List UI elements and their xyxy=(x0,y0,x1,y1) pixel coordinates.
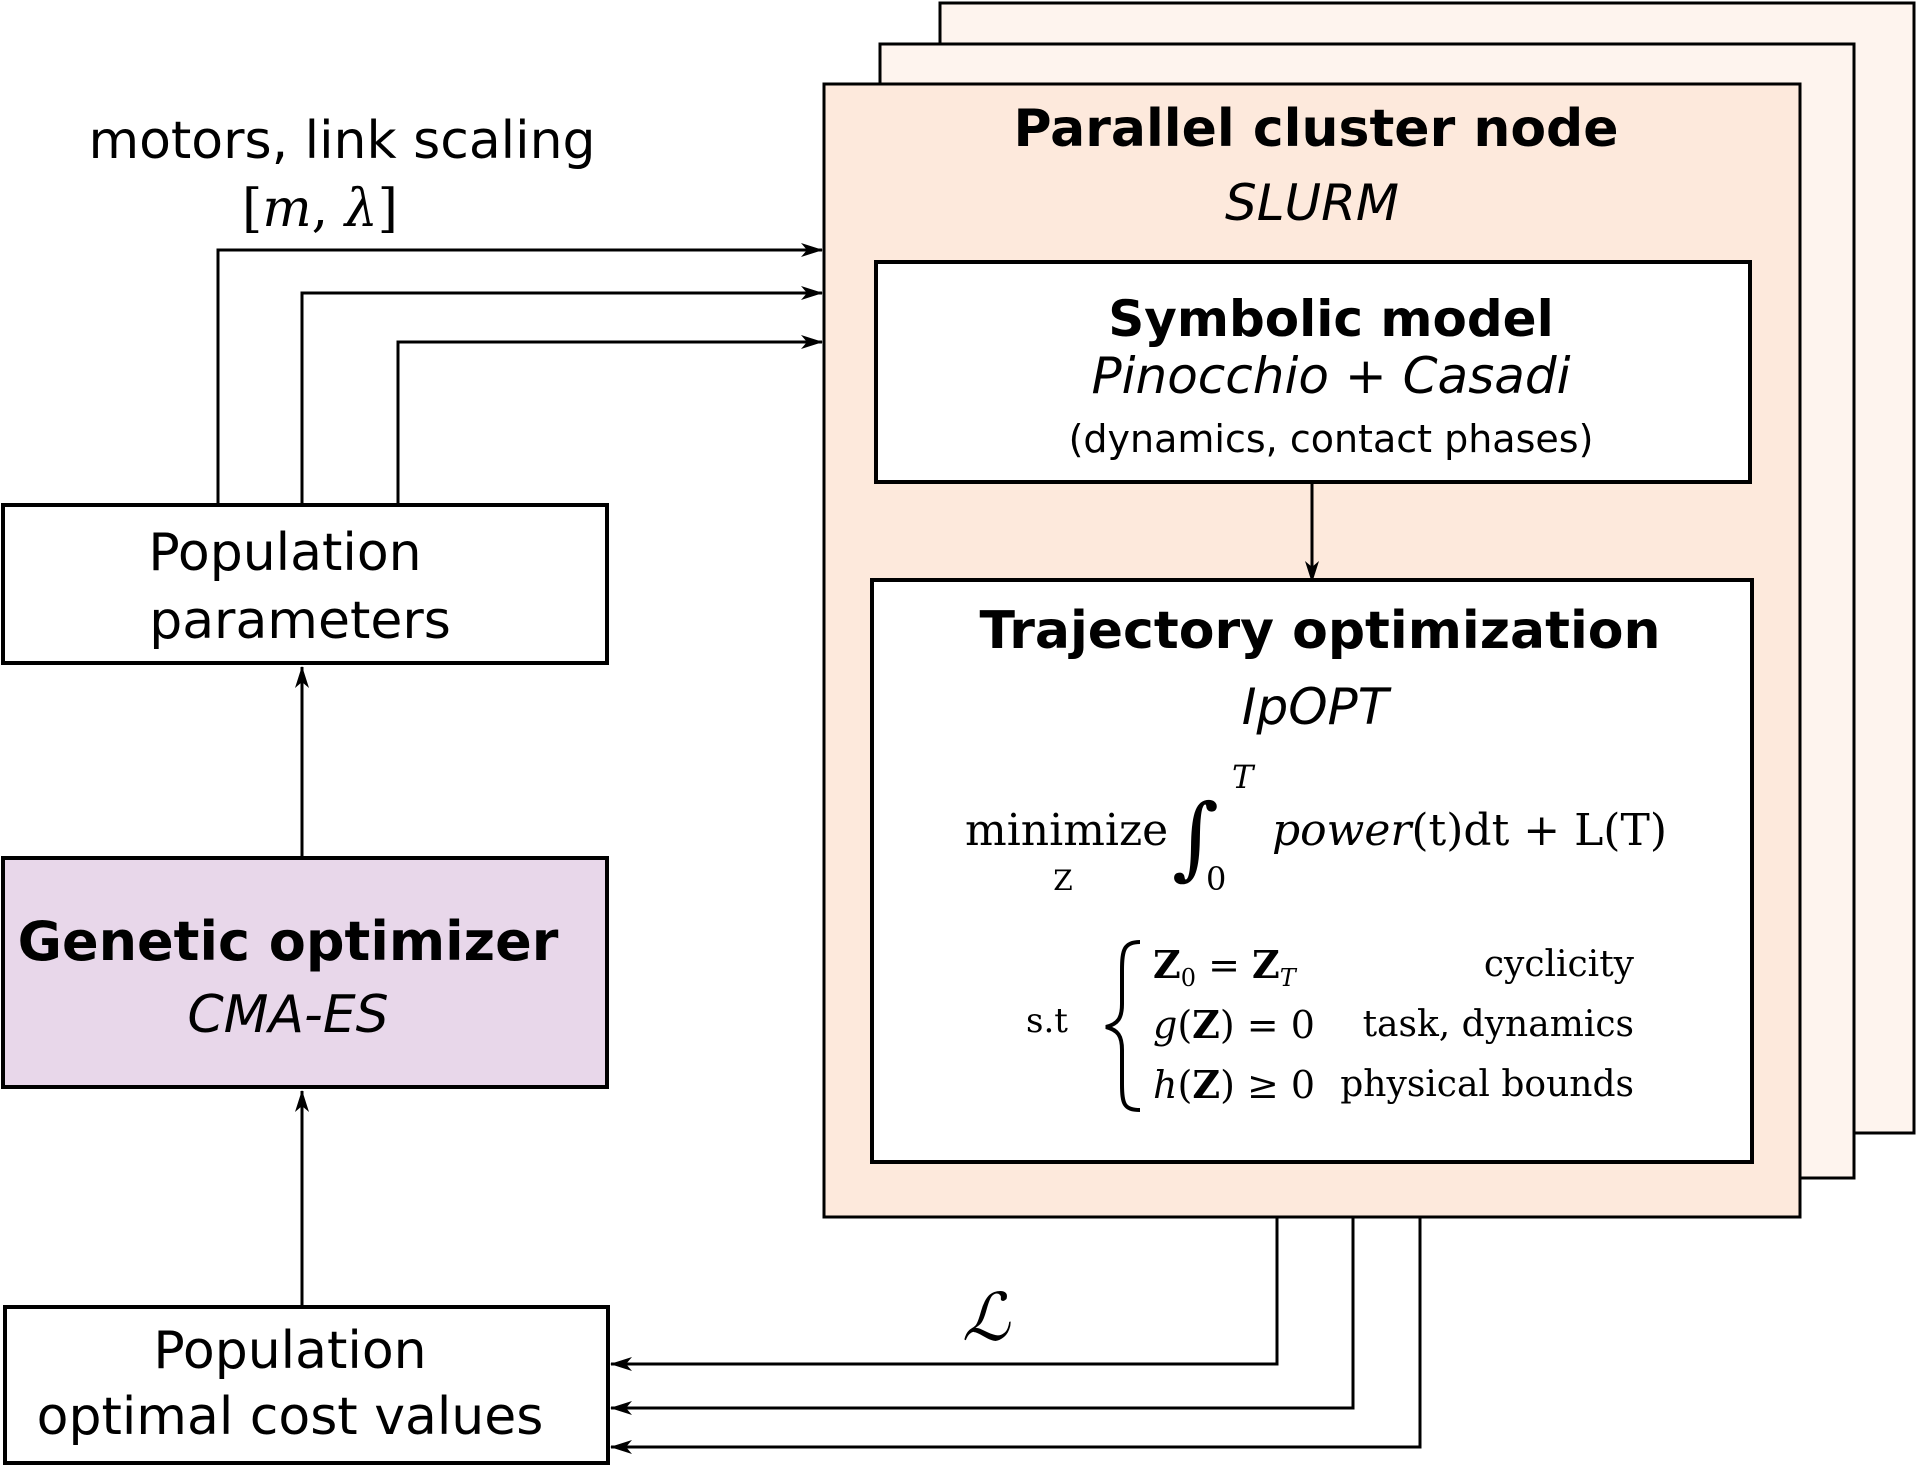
objective-integral-upper: T xyxy=(1232,758,1256,796)
constraint-1-lhs-sub: 0 xyxy=(1181,964,1196,992)
constraint-2-fn: g xyxy=(1153,1003,1177,1047)
objective-integrand: power(t)dt + L(T) xyxy=(1272,805,1667,856)
top-label-math: [m, λ] xyxy=(242,179,398,239)
genetic-optimizer-box xyxy=(1,856,609,1089)
population-costs-line1: Population xyxy=(153,1321,426,1381)
genetic-optimizer-subtitle: CMA-ES xyxy=(187,985,388,1045)
symbolic-model-title: Symbolic model xyxy=(1108,290,1553,348)
population-costs-line2: optimal cost values xyxy=(37,1387,544,1447)
population-parameters-box xyxy=(1,503,609,665)
population-parameters-line2: parameters xyxy=(149,591,451,651)
constraint-1-expression: Z0 = ZT xyxy=(1153,942,1298,992)
top-label-text: motors, link scaling xyxy=(88,111,595,171)
constraint-3-expression: h(Z) ≥ 0 xyxy=(1153,1062,1315,1107)
population-parameters-line1: Population xyxy=(148,523,421,583)
objective-integrand-rest: (t)dt + L(T) xyxy=(1411,805,1667,856)
constraint-2-expression: g(Z) = 0 xyxy=(1153,1002,1315,1047)
objective-integral-sign: ∫ xyxy=(1172,785,1219,890)
math-lambda: λ xyxy=(343,179,378,239)
math-m: m xyxy=(262,179,311,239)
constraint-2-label: task, dynamics xyxy=(1363,1004,1634,1045)
genetic-optimizer-title: Genetic optimizer xyxy=(18,910,559,973)
math-close-bracket: ] xyxy=(378,179,398,239)
cluster-title: Parallel cluster node xyxy=(1013,99,1618,159)
constraints-brace xyxy=(1105,940,1141,1112)
constraint-3-rel: ) ≥ 0 xyxy=(1220,1063,1315,1107)
math-sep: , xyxy=(312,179,345,239)
constraint-1-rhs: Z xyxy=(1252,942,1280,987)
trajectory-optimization-box xyxy=(870,578,1754,1164)
arrow-params-to-cluster-2 xyxy=(300,286,823,505)
constraint-1-rhs-sub: T xyxy=(1280,964,1298,992)
subject-to-label: s.t xyxy=(1026,1001,1068,1041)
constraint-3-fn: h xyxy=(1153,1063,1177,1107)
objective-integral-lower: 0 xyxy=(1206,860,1226,898)
arrow-cluster-to-costs-3 xyxy=(610,1217,1422,1454)
arrow-cluster-to-costs-1 xyxy=(610,1217,1279,1371)
math-open-bracket: [ xyxy=(242,179,262,239)
objective-formula: minimize Z ∫ T 0 power(t)dt + L(T) xyxy=(965,758,1667,898)
loss-symbol: ℒ xyxy=(962,1279,1011,1356)
constraint-2-rel: ) = 0 xyxy=(1220,1003,1315,1047)
objective-integrand-fn: power xyxy=(1272,805,1414,856)
constraint-3-arg: Z xyxy=(1192,1062,1220,1107)
constraint-1-label: cyclicity xyxy=(1484,944,1635,985)
symbolic-model-subtitle: Pinocchio + Casadi xyxy=(1091,347,1570,405)
arrow-params-to-cluster-1 xyxy=(216,243,823,505)
objective-minimize-subscript: Z xyxy=(1053,864,1072,897)
constraint-1-lhs: Z xyxy=(1153,942,1181,987)
arrow-cluster-to-costs-2 xyxy=(610,1217,1355,1415)
trajopt-subtitle: IpOPT xyxy=(1242,678,1392,736)
constraint-2-arg: Z xyxy=(1192,1002,1220,1047)
objective-minimize: minimize xyxy=(965,805,1168,856)
arrow-params-to-cluster-3 xyxy=(396,335,823,505)
symbolic-model-box xyxy=(874,260,1752,484)
population-costs-box xyxy=(3,1305,610,1465)
trajopt-title: Trajectory optimization xyxy=(979,601,1660,661)
cluster-subtitle: SLURM xyxy=(1225,174,1399,232)
constraint-3-label: physical bounds xyxy=(1340,1064,1634,1105)
symbolic-model-note: (dynamics, contact phases) xyxy=(1069,417,1594,461)
constraint-1-eq: = xyxy=(1196,943,1252,987)
